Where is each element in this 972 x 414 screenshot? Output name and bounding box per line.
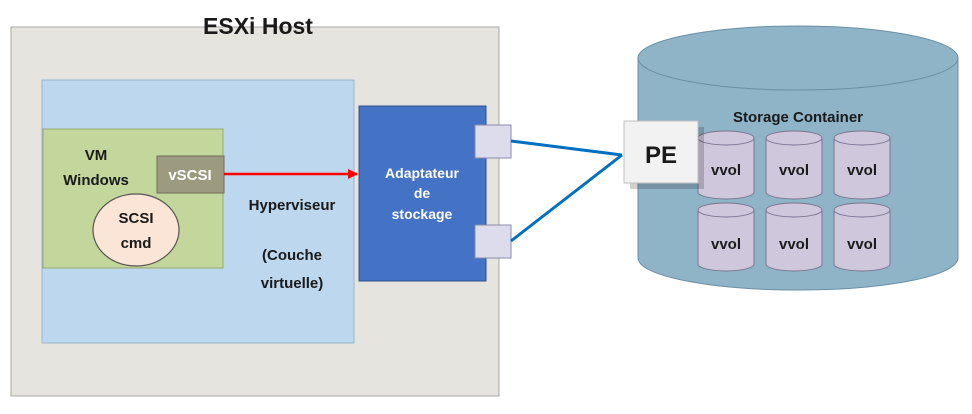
vm-label-line1: VM: [85, 147, 108, 164]
pe-box: PE: [623, 120, 704, 189]
vvol-2: vvol: [765, 130, 823, 200]
hypervisor-note-line2: virtuelle): [261, 275, 324, 292]
hypervisor-label: Hyperviseur: [249, 197, 336, 214]
esxi-host-title: ESXi Host: [203, 13, 313, 39]
vvol-label: vvol: [847, 236, 877, 253]
scsi-cmd-ellipse: SCSI cmd: [92, 193, 180, 267]
scsi-cmd-line1: SCSI: [118, 210, 153, 227]
hypervisor-note-line1: (Couche: [262, 247, 322, 264]
link-port-bottom-to-pe: [510, 153, 623, 243]
adapter-line1: Adaptateur: [385, 165, 459, 181]
vscsi-label: vSCSI: [168, 167, 211, 184]
vvol-3: vvol: [833, 130, 891, 200]
link-port-top-to-pe: [510, 139, 623, 157]
vvol-4: vvol: [697, 202, 755, 272]
pe-label: PE: [645, 142, 677, 169]
vvol-label: vvol: [779, 162, 809, 179]
scsi-cmd-line2: cmd: [121, 235, 152, 252]
vvol-label: vvol: [779, 236, 809, 253]
vvol-1: vvol: [697, 130, 755, 200]
adapter-port-top: [474, 124, 512, 159]
adapter-line3: stockage: [392, 206, 453, 222]
vvol-5: vvol: [765, 202, 823, 272]
vm-label-line2: Windows: [63, 172, 129, 189]
vvol-label: vvol: [847, 162, 877, 179]
vscsi-box: vSCSI: [156, 155, 225, 194]
vvol-group: vvol vvol vvol vvol vvol vvol: [697, 130, 891, 272]
vvol-6: vvol: [833, 202, 891, 272]
adapter-port-bottom: [474, 224, 512, 259]
storage-container-title: Storage Container: [733, 109, 863, 126]
vvol-label: vvol: [711, 162, 741, 179]
storage-adapter-box: Adaptateur de stockage: [358, 105, 487, 282]
adapter-line2: de: [414, 185, 431, 201]
vvol-label: vvol: [711, 236, 741, 253]
